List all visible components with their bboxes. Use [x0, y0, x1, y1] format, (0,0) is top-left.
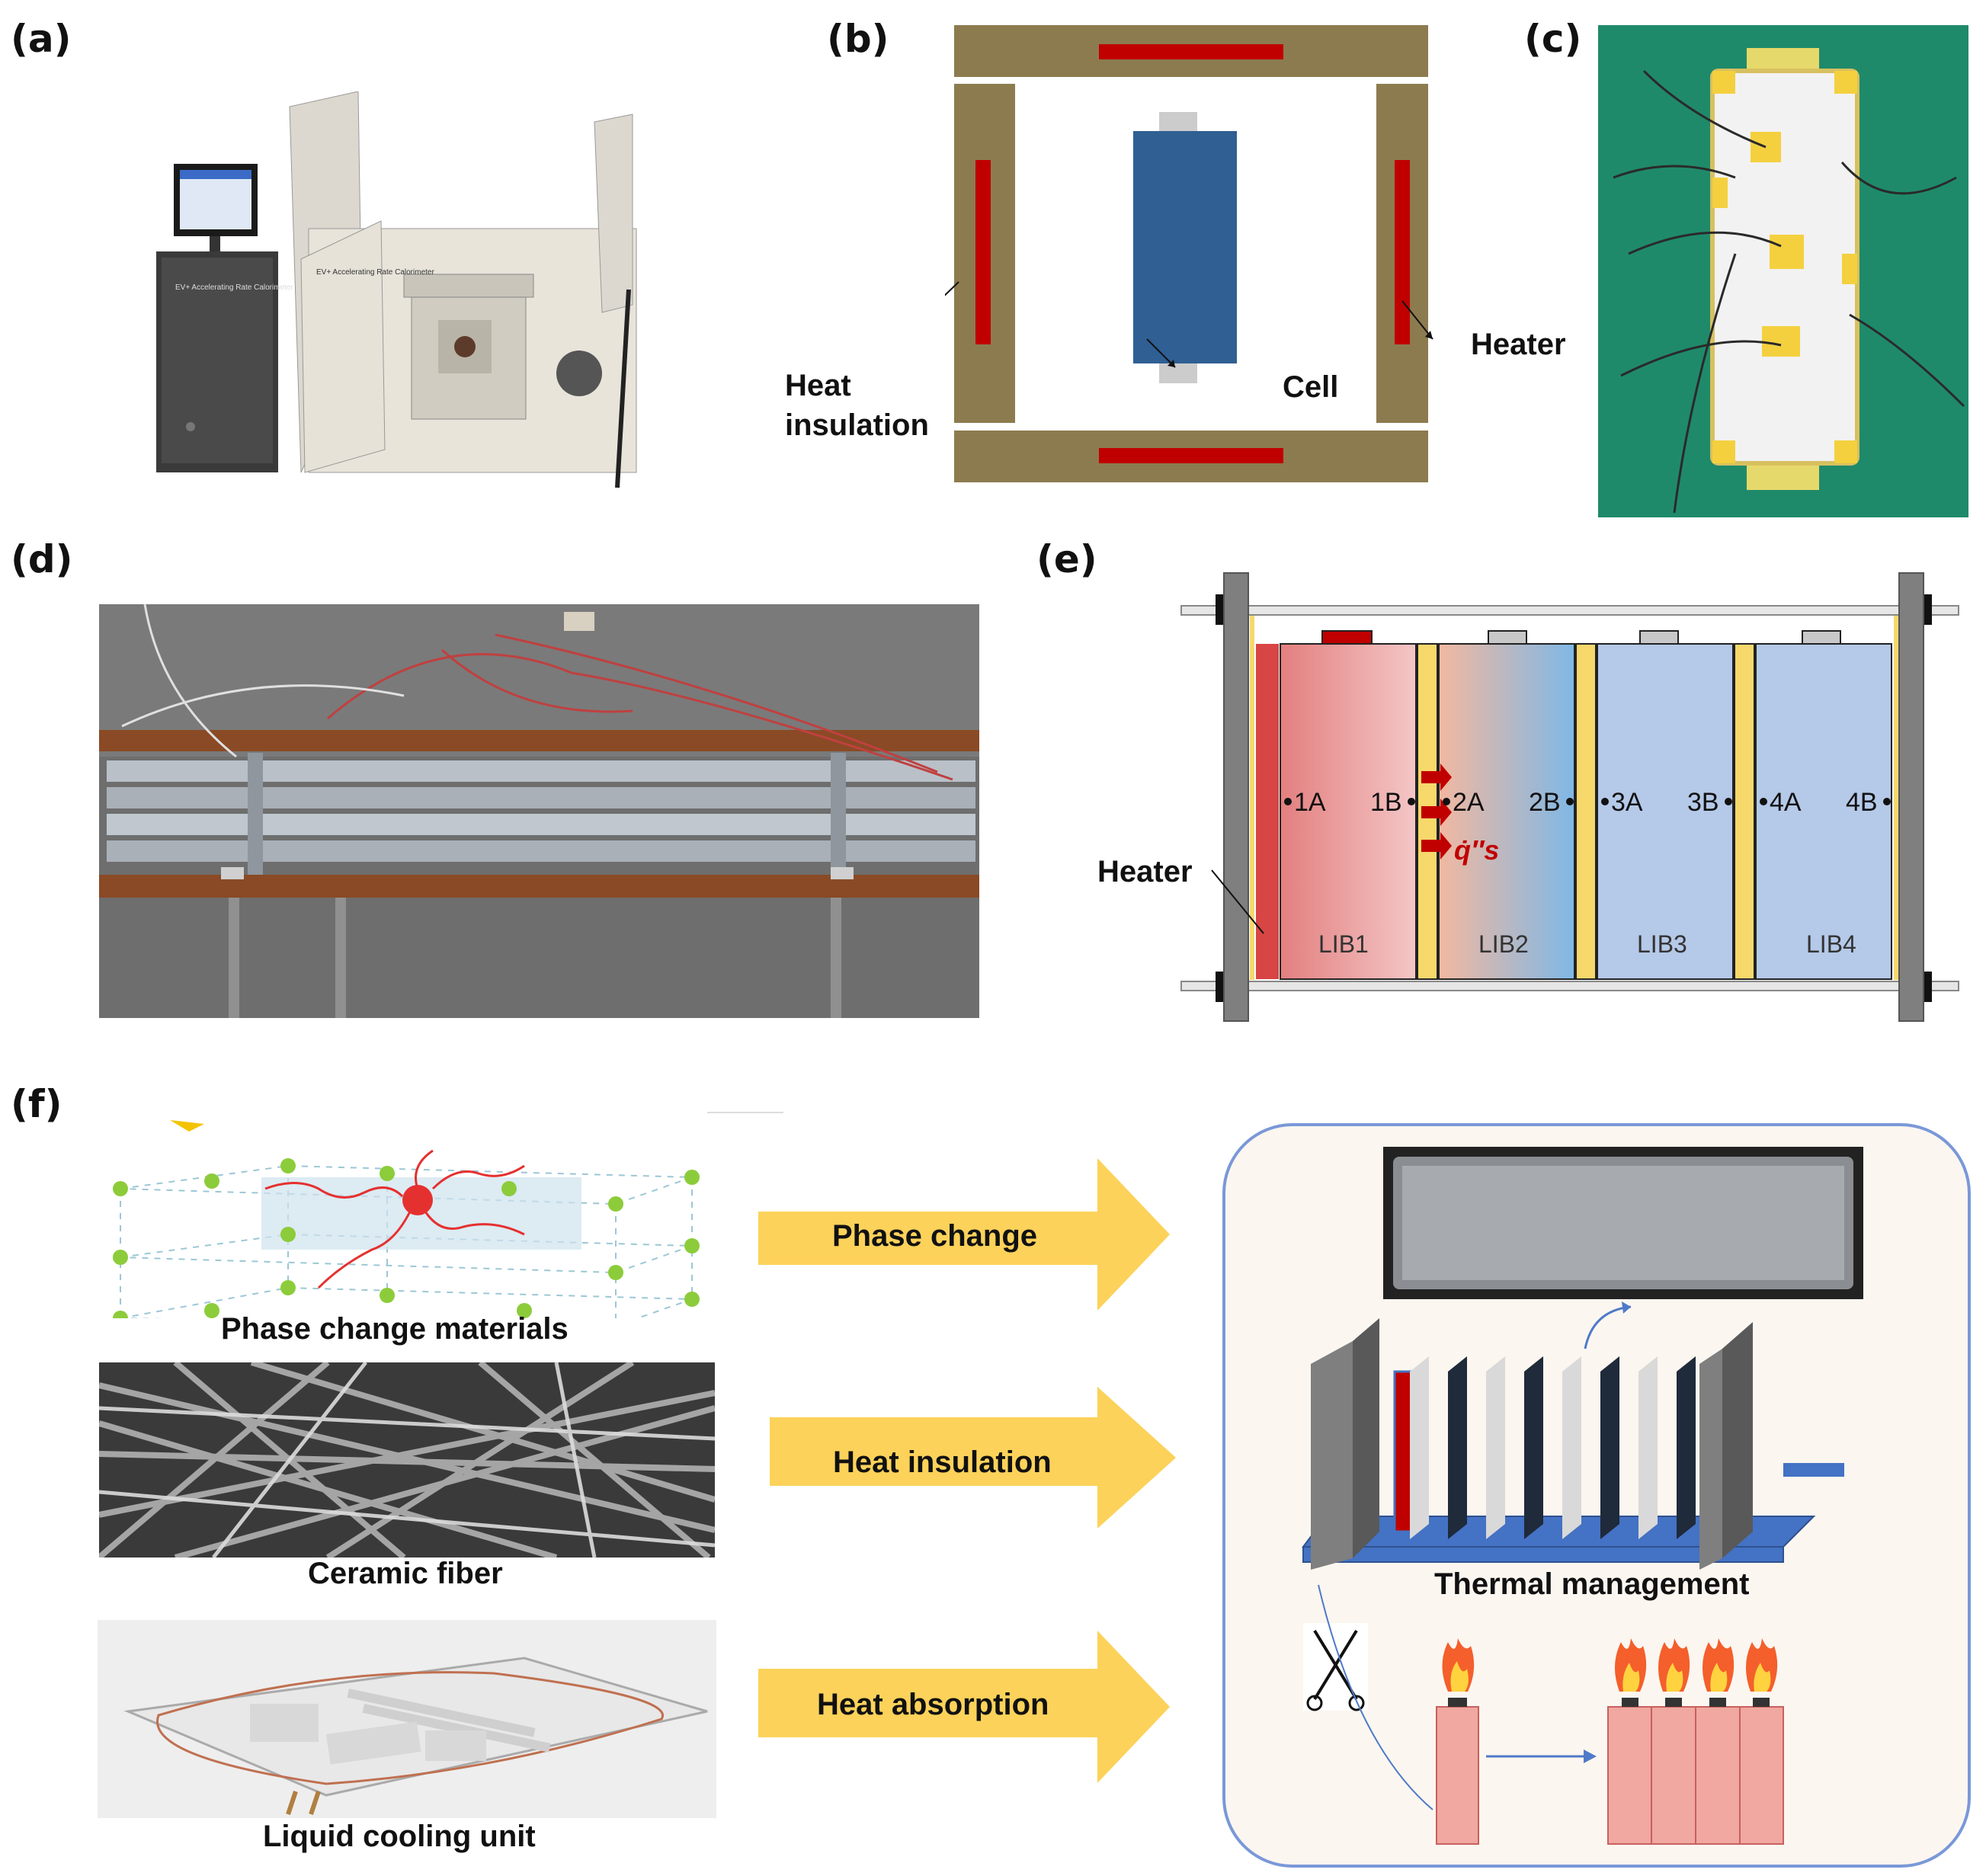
lib2 — [1438, 643, 1575, 980]
point-4B: 4B — [1846, 788, 1878, 817]
lib2-label: LIB2 — [1478, 930, 1529, 958]
battery-module-photo — [99, 604, 979, 1018]
heater-bottom — [1099, 448, 1283, 463]
cell — [1133, 131, 1237, 363]
caption-liquid: Liquid cooling unit — [263, 1820, 536, 1853]
arrow-heat-absorption — [758, 1631, 1170, 1783]
arrow-label-phase-change: Phase change — [832, 1219, 1038, 1253]
panel-label-e: (e) — [1036, 537, 1097, 581]
cell-tab-bottom — [1159, 362, 1197, 383]
ceramic-fiber-image — [99, 1362, 715, 1557]
heat-flux-label: q̇″s — [1454, 834, 1499, 866]
label-heat-insulation-1: Heat — [785, 369, 851, 402]
lib3 — [1597, 643, 1734, 980]
arrow-label-heat-absorption: Heat absorption — [817, 1688, 1049, 1721]
heater-left — [975, 160, 991, 344]
calorimeter-photo: EV+ Accelerating Rate Calorimeter EV+ Ac… — [156, 91, 637, 488]
point-4A: 4A — [1770, 788, 1802, 817]
point-1B: 1B — [1370, 788, 1402, 817]
arc-schematic — [945, 25, 1433, 482]
lib3-label: LIB3 — [1637, 930, 1687, 958]
panel-label-a: (a) — [11, 17, 72, 61]
lib1 — [1280, 643, 1417, 980]
pcm-illustration — [113, 1112, 783, 1318]
label-cell: Cell — [1283, 370, 1339, 404]
arrow-heat-insulation — [770, 1387, 1176, 1529]
caption-pcm: Phase change materials — [221, 1312, 569, 1346]
liquid-cooling-image — [98, 1620, 716, 1818]
arrow-label-heat-insulation: Heat insulation — [833, 1445, 1052, 1479]
label-heater: Heater — [1471, 328, 1566, 361]
point-2B: 2B — [1529, 788, 1561, 817]
panel-label-c: (c) — [1524, 17, 1582, 61]
approach-arrows — [758, 1158, 1176, 1783]
label-heat-insulation-2: insulation — [785, 408, 929, 442]
panel-label-d: (d) — [11, 537, 73, 581]
door-text: EV+ Accelerating Rate Calorimeter — [316, 268, 434, 277]
heater-top — [1099, 44, 1283, 59]
lib4 — [1755, 643, 1892, 980]
caption-thermal-management: Thermal management — [1434, 1567, 1750, 1601]
module-schematic: 1A 1B 2A 2B 3A 3B 4A 4B q̇″s LIB1 LIB2 L… — [1180, 572, 1959, 1022]
panel-label-f: (f) — [11, 1082, 62, 1126]
point-2A: 2A — [1453, 788, 1485, 817]
point-1A: 1A — [1294, 788, 1326, 817]
pouch-cell-photo — [1598, 25, 1968, 517]
cabinet-text: EV+ Accelerating Rate Calorimeter — [175, 283, 293, 292]
panel-label-b: (b) — [827, 17, 889, 61]
point-3B: 3B — [1687, 788, 1719, 817]
heater — [1256, 644, 1279, 979]
label-heater-e: Heater — [1097, 855, 1193, 888]
lib1-label: LIB1 — [1318, 930, 1369, 958]
heater-right — [1395, 160, 1410, 344]
thermal-management-box — [1222, 1123, 1971, 1868]
caption-ceramic: Ceramic fiber — [308, 1557, 503, 1590]
lib4-label: LIB4 — [1806, 930, 1856, 958]
arrow-phase-change — [758, 1158, 1170, 1311]
point-3A: 3A — [1611, 788, 1643, 817]
